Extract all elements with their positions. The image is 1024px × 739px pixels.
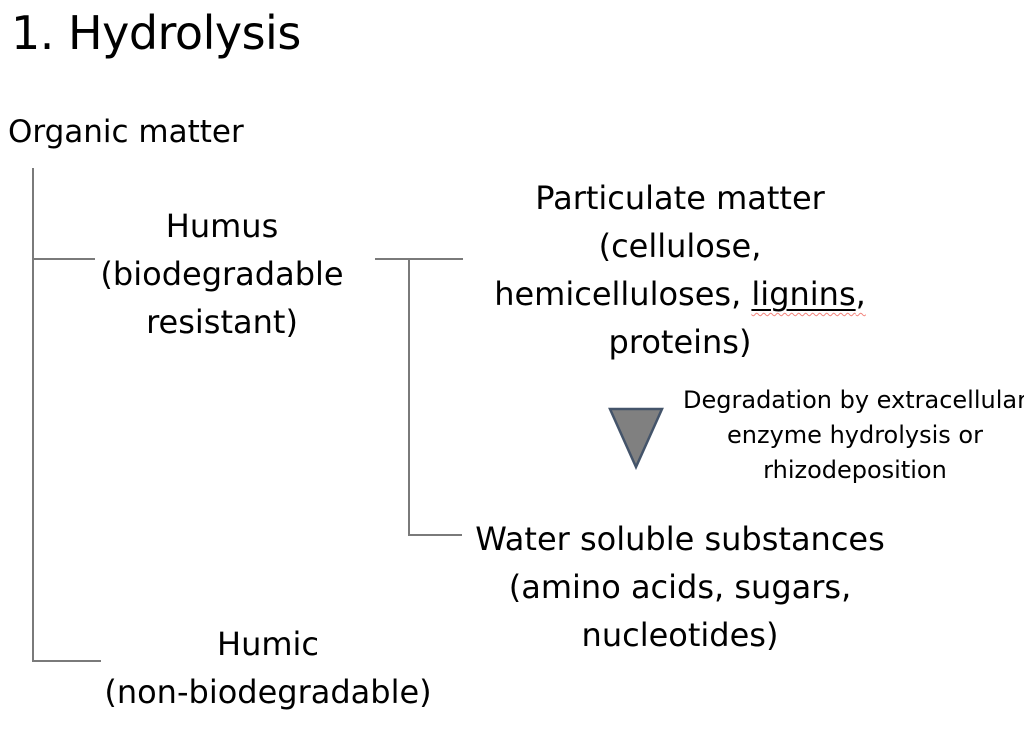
degradation-annotation-line3: rhizodeposition <box>763 456 947 484</box>
node-organic-matter: Organic matter <box>8 114 244 150</box>
connector-humus-branch <box>32 258 95 260</box>
node-particulate-matter: Particulate matter (cellulose, hemicellu… <box>460 174 900 366</box>
connector-humic-branch <box>32 660 101 662</box>
node-humic-line2: (non-biodegradable) <box>104 673 432 711</box>
node-particulate-line1: Particulate matter <box>535 179 825 217</box>
node-humus-line1: Humus <box>165 207 279 245</box>
bracket-bottom-line <box>408 534 462 536</box>
page-title: 1. Hydrolysis <box>11 6 301 60</box>
node-water-soluble: Water soluble substances (amino acids, s… <box>460 515 900 659</box>
node-humic-line1: Humic <box>217 625 319 663</box>
node-water-line3: nucleotides) <box>581 616 779 654</box>
node-particulate-line3-prefix: hemicelluloses, <box>494 275 752 313</box>
node-humus: Humus (biodegradable resistant) <box>72 202 372 346</box>
node-particulate-line4: proteins) <box>608 323 752 361</box>
node-humus-line2: (biodegradable <box>100 255 344 293</box>
node-humus-line3: resistant) <box>146 303 298 341</box>
bracket-top-line <box>375 258 463 260</box>
node-particulate-line3: hemicelluloses, lignins, <box>460 270 900 318</box>
node-particulate-line3-suffix: , <box>855 275 866 313</box>
node-humic: Humic (non-biodegradable) <box>88 620 448 716</box>
node-water-line2: (amino acids, sugars, <box>508 568 852 606</box>
down-triangle-icon <box>608 407 664 470</box>
node-water-line1: Water soluble substances <box>475 520 885 558</box>
bracket-vertical-line <box>408 258 410 536</box>
spellcheck-underline: lignins, <box>751 275 865 313</box>
degradation-annotation-line1: Degradation by extracellular <box>683 386 1024 414</box>
degradation-annotation-line2: enzyme hydrolysis or <box>727 421 983 449</box>
degradation-annotation: Degradation by extracellular enzyme hydr… <box>679 383 1024 488</box>
node-particulate-line2: (cellulose, <box>598 227 762 265</box>
lignins-underlined-word: lignins <box>751 275 856 313</box>
connector-trunk-vertical <box>32 168 34 662</box>
